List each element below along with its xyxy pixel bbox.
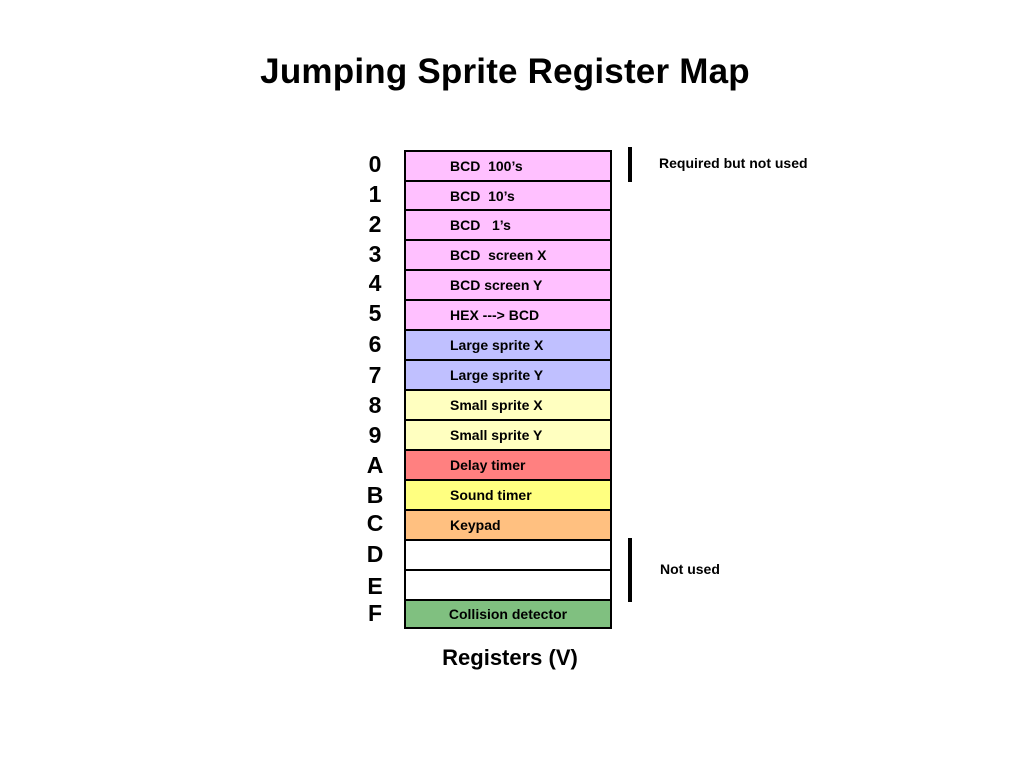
required-bracket: [628, 147, 632, 182]
page-title: Jumping Sprite Register Map: [260, 52, 750, 91]
register-index-c: C: [366, 510, 384, 536]
register-cell-5: HEX ---> BCD: [406, 301, 610, 331]
register-cell-1: BCD 10’s: [406, 182, 610, 211]
register-cell-6: Large sprite X: [406, 331, 610, 361]
register-index-a: A: [366, 452, 384, 478]
register-cell-3: BCD screen X: [406, 241, 610, 271]
register-index-d: D: [366, 541, 384, 567]
register-index-f: F: [367, 600, 383, 626]
register-index-6: 6: [368, 331, 382, 357]
register-index-4: 4: [368, 270, 382, 296]
register-index-2: 2: [368, 211, 382, 237]
unused-note: Not used: [660, 561, 720, 577]
register-index-e: E: [367, 573, 383, 599]
register-cell-7: Large sprite Y: [406, 361, 610, 391]
register-index-1: 1: [368, 181, 382, 207]
register-index-3: 3: [368, 241, 382, 267]
register-index-5: 5: [368, 300, 382, 326]
register-cell-e: [406, 571, 610, 601]
register-cell-b: Sound timer: [406, 481, 610, 511]
register-index-8: 8: [368, 392, 382, 418]
register-cell-4: BCD screen Y: [406, 271, 610, 301]
register-index-b: B: [366, 482, 384, 508]
register-index-0: 0: [368, 151, 382, 177]
register-index-9: 9: [368, 422, 382, 448]
register-cell-2: BCD 1’s: [406, 211, 610, 241]
register-cell-0: BCD 100’s: [406, 152, 610, 182]
register-cell-f: Collision detector: [406, 601, 610, 627]
register-cell-a: Delay timer: [406, 451, 610, 481]
required-note: Required but not used: [659, 155, 808, 171]
register-cell-8: Small sprite X: [406, 391, 610, 421]
register-index-7: 7: [368, 362, 382, 388]
register-cell-d: [406, 541, 610, 571]
unused-bracket: [628, 538, 632, 602]
registers-caption: Registers (V): [442, 645, 578, 670]
register-cell-9: Small sprite Y: [406, 421, 610, 451]
register-cell-c: Keypad: [406, 511, 610, 541]
